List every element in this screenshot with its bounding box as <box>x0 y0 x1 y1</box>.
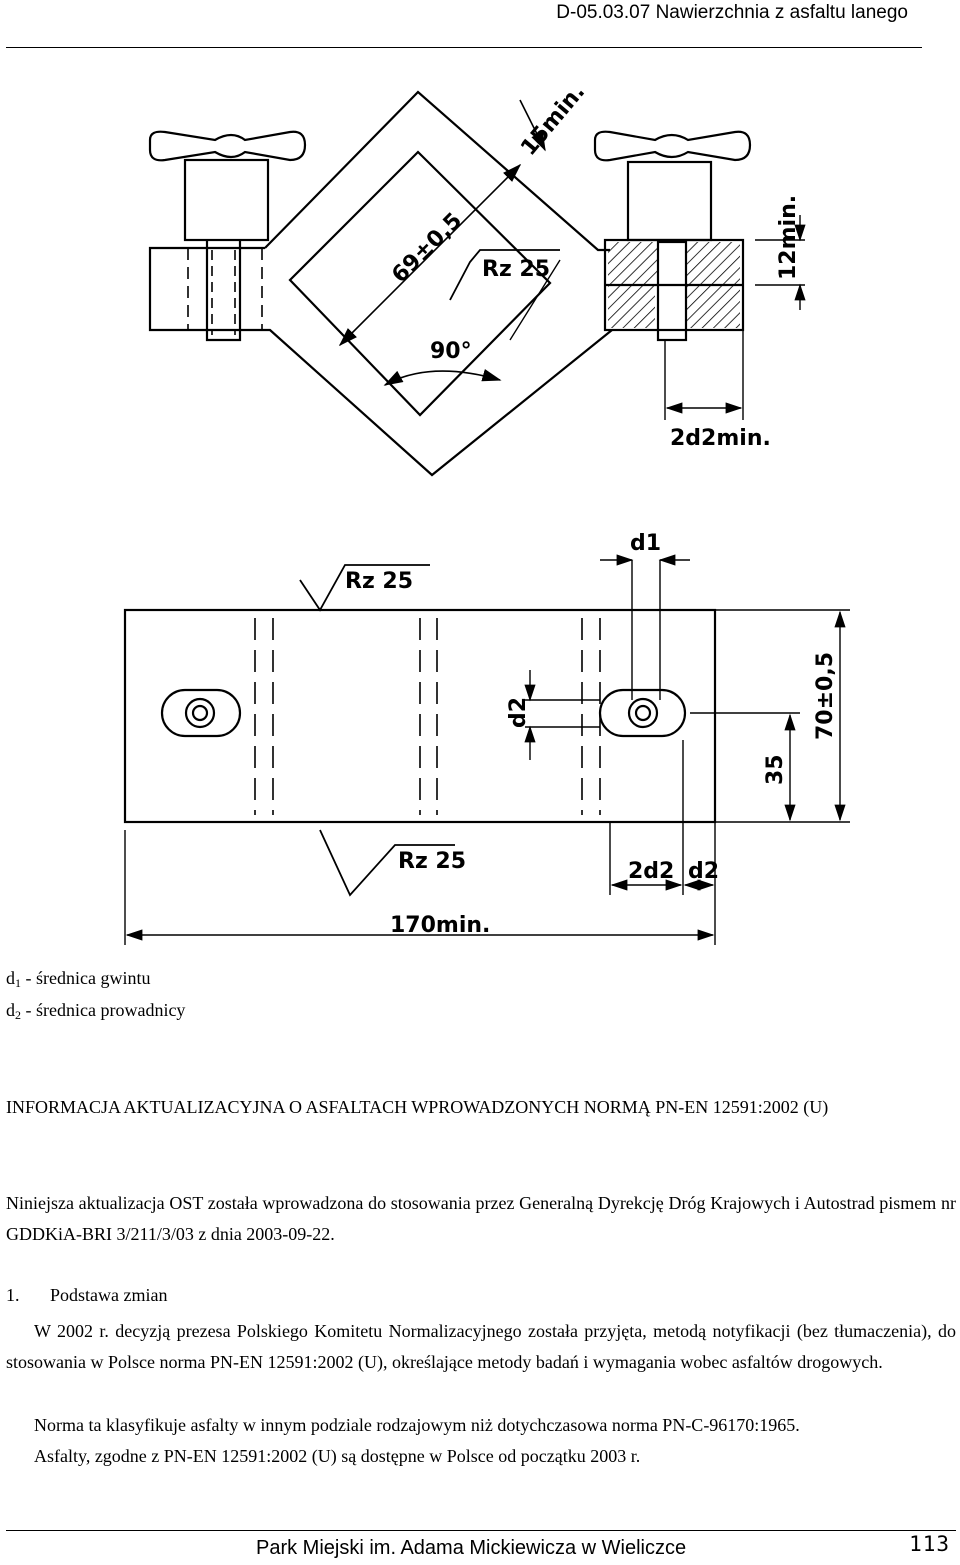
paragraph-1: W 2002 r. decyzją prezesa Polskiego Komi… <box>6 1321 956 1372</box>
section-title-label: Podstawa zmian <box>50 1285 168 1305</box>
intro-paragraph: Niniejsza aktualizacja OST została wprow… <box>6 1193 956 1244</box>
rz25-label-top: Rz 25 <box>482 257 550 282</box>
footer-text: Park Miejski im. Adama Mickiewicza w Wie… <box>256 1537 687 1559</box>
paragraph-3: Asfalty, zgodne z PN-EN 12591:2002 (U) s… <box>34 1446 641 1466</box>
page-number: 113 <box>909 1532 950 1556</box>
dim-35-label: 35 <box>763 754 788 785</box>
heading: INFORMACJA AKTUALIZACYJNA O ASFALTACH WP… <box>6 1097 829 1117</box>
right-block <box>593 130 752 342</box>
rz25-label-side-bottom: Rz 25 <box>398 849 466 874</box>
angle-label: 90° <box>430 339 472 364</box>
paragraph-2: Norma ta klasyfikuje asfalty w innym pod… <box>34 1415 800 1435</box>
dim-2d2-label: 2d2 <box>628 859 674 884</box>
page-header: D-05.03.07 Nawierzchnia z asfaltu lanego <box>556 2 908 23</box>
frame-inner <box>288 150 552 417</box>
dim-12min-label: 12min. <box>776 195 801 280</box>
dim-d2-bottom-label: d2 <box>688 859 719 884</box>
legend-d2: d2 - średnica prowadnicy <box>6 1000 186 1022</box>
technical-drawing: 69±0,5 15min. Rz 25 90° 12min. 2d2min. d… <box>123 79 850 945</box>
dim-69-label: 69±0,5 <box>387 208 467 288</box>
dim-70-label: 70±0,5 <box>813 652 838 740</box>
header-rule <box>6 47 922 48</box>
d1-label: d1 <box>630 531 661 556</box>
section-number-label: 1. <box>6 1285 20 1305</box>
dim-170min-label: 170min. <box>390 913 490 938</box>
rz25-label-side-top: Rz 25 <box>345 569 413 594</box>
footer-rule <box>6 1530 956 1531</box>
dim-15min-label: 15min. <box>516 79 590 160</box>
left-screw <box>148 130 307 342</box>
dim-2d2min-label: 2d2min. <box>670 426 771 451</box>
side-block <box>123 608 717 824</box>
section-heading-number: 1. Podstawa zmian <box>6 1285 167 1306</box>
d2-label: d2 <box>506 697 531 728</box>
legend-d1: d1 - średnica gwintu <box>6 968 151 990</box>
